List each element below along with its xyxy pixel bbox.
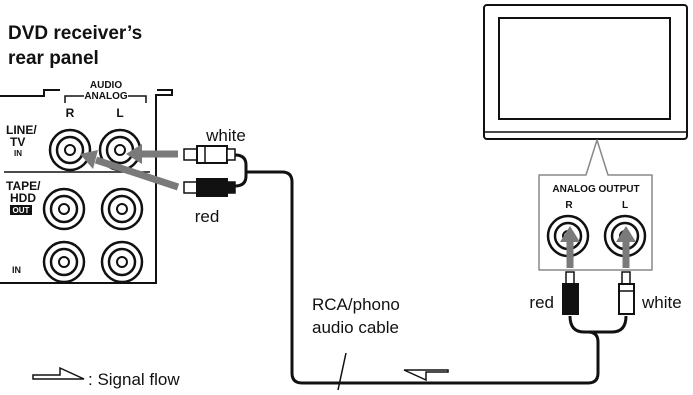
cable-name-line2: audio cable xyxy=(312,318,399,337)
receiver-white-label: white xyxy=(205,126,246,145)
jack-in-l xyxy=(100,240,144,284)
tv-insertion-arrows xyxy=(560,226,636,268)
jack-tape-l xyxy=(100,187,144,231)
signal-flow-arrow-icon xyxy=(32,366,85,380)
receiver-white-plug xyxy=(183,145,236,164)
tv-output-panel: ANALOG OUTPUT R L xyxy=(538,139,653,271)
row-label-tv-in: IN xyxy=(14,149,22,158)
tv-channel-r: R xyxy=(565,200,573,211)
row-label-in: IN xyxy=(12,265,21,275)
rca-cable xyxy=(234,153,628,385)
row-label-line: LINE/ xyxy=(6,123,37,137)
row-label-hdd: HDD xyxy=(10,191,36,205)
out-badge xyxy=(10,205,32,215)
receiver-channel-r: R xyxy=(66,106,75,120)
receiver-title-line2: rear panel xyxy=(8,48,99,69)
cable-label-leader xyxy=(337,352,347,391)
receiver-title-line1: DVD receiver’s xyxy=(8,23,142,44)
receiver-insertion-arrows xyxy=(80,144,180,191)
tv-red-label: red xyxy=(529,293,554,312)
jack-line-r xyxy=(48,128,92,172)
receiver-rear-panel: AUDIO ANALOG R L LINE/ TV IN TAPE/ HDD O… xyxy=(0,80,173,284)
tv-channel-l: L xyxy=(622,200,628,211)
signal-flow-label: : Signal flow xyxy=(88,370,180,389)
row-label-out: OUT xyxy=(13,206,30,215)
receiver-red-label: red xyxy=(195,207,220,226)
analog-label: ANALOG xyxy=(84,91,128,102)
row-label-tape: TAPE/ xyxy=(6,179,41,193)
analog-output-label: ANALOG OUTPUT xyxy=(552,184,639,195)
tv-red-plug xyxy=(562,271,579,315)
audio-label: AUDIO xyxy=(90,80,122,91)
jack-in-r xyxy=(42,240,86,284)
receiver-channel-l: L xyxy=(116,106,123,120)
signal-flow-legend: : Signal flow xyxy=(32,366,180,389)
jack-tape-r xyxy=(42,187,86,231)
row-label-tv: TV xyxy=(10,135,25,149)
tv-set xyxy=(483,4,688,140)
receiver-red-plug xyxy=(183,178,236,197)
cable-name-line1: RCA/phono xyxy=(312,295,400,314)
tv-white-label: white xyxy=(641,293,682,312)
cable-signal-arrow xyxy=(403,369,449,382)
tv-white-plug xyxy=(618,271,635,315)
